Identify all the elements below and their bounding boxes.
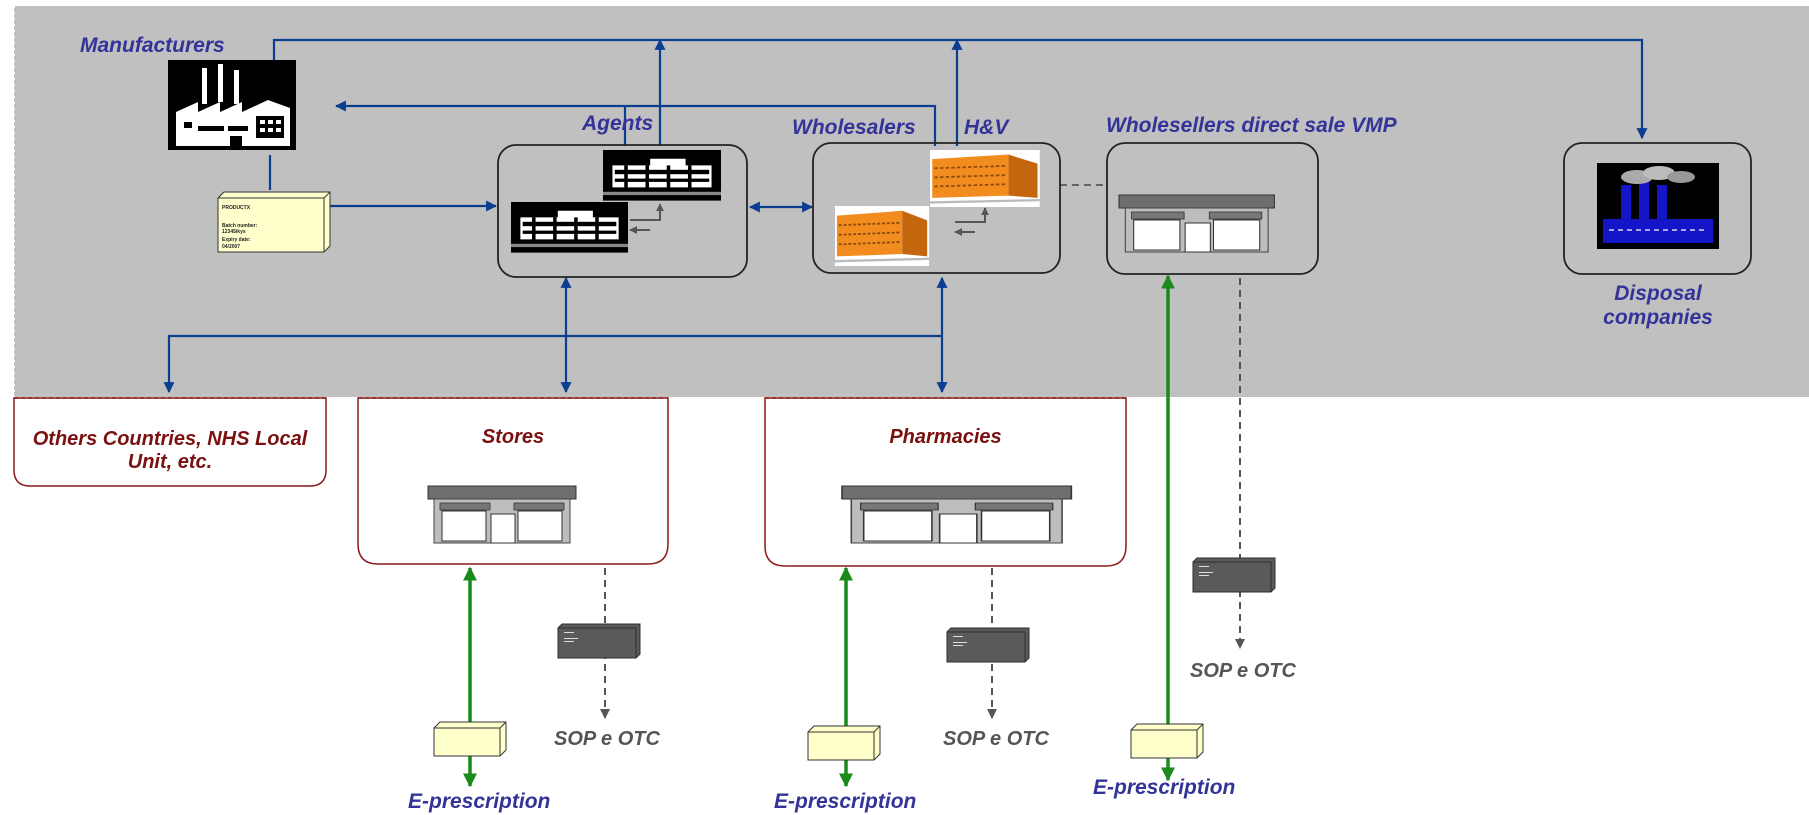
hv-building-icon — [928, 148, 1041, 209]
otc-package-icon — [946, 627, 1030, 663]
prescription-package-icon — [433, 721, 507, 757]
agents-label: Agents — [582, 112, 654, 135]
top-flow-lines — [163, 38, 1648, 394]
others-box — [13, 397, 327, 487]
pharmacy-shop-icon — [841, 485, 1073, 544]
agent-building-icon — [511, 202, 628, 253]
wholesalers-exchange-arrows — [954, 207, 989, 236]
sop-otc-label-pharmacies: SOP e OTC — [943, 728, 1049, 750]
others-label: Others Countries, NHS Local Unit, etc. — [16, 428, 324, 474]
hv-label: H&V — [964, 116, 1009, 139]
product-expiry-value: 04/2007 — [222, 244, 240, 250]
wholesaler-building-icon — [833, 204, 931, 268]
disposal-label-line2: companies — [1603, 306, 1713, 329]
store-shop-icon — [427, 485, 577, 544]
product-batch-value: 12345ikys — [222, 229, 246, 235]
factory-icon — [168, 60, 296, 150]
stores-label: Stores — [481, 426, 545, 448]
agents-box — [497, 144, 748, 278]
product-expiry-label: Expiry date: — [222, 237, 251, 243]
disposal-label-line1: Disposal — [1614, 282, 1702, 305]
product-name: PRODUCTX — [222, 205, 251, 211]
wholesalers-label: Wholesalers — [792, 116, 916, 139]
otc-package-icon — [557, 623, 641, 659]
incinerator-icon — [1597, 163, 1719, 249]
vmp-shop-icon — [1118, 194, 1275, 253]
product-batch-label: Batch number: — [222, 223, 258, 229]
disposal-label: Disposal companies — [1572, 282, 1744, 330]
vmp-box — [1106, 142, 1319, 275]
agents-exchange-arrows — [629, 203, 664, 234]
wholesellers-direct-label: Wholesellers direct sale VMP — [1106, 114, 1397, 137]
agent-building-icon — [603, 150, 721, 201]
otc-package-icon — [1192, 557, 1276, 593]
product-package-icon: PRODUCTX Batch number: 12345ikys Expiry … — [217, 191, 331, 253]
disposal-box — [1563, 142, 1752, 275]
prescription-package-icon — [807, 725, 881, 761]
others-label-line2: Unit, etc. — [127, 451, 213, 473]
prescription-package-icon — [1130, 723, 1204, 759]
eprescription-label-vmp: E-prescription — [1093, 776, 1236, 799]
manufacturers-label: Manufacturers — [80, 34, 225, 57]
pharmacies-label: Pharmacies — [889, 426, 1002, 448]
eprescription-label-stores: E-prescription — [408, 790, 551, 813]
wholesalers-box — [812, 142, 1061, 274]
others-label-line1: Others Countries, NHS Local — [32, 428, 308, 450]
sop-otc-label-stores: SOP e OTC — [554, 728, 660, 750]
eprescription-label-pharmacies: E-prescription — [774, 790, 917, 813]
sop-otc-label-vmp: SOP e OTC — [1190, 660, 1296, 682]
